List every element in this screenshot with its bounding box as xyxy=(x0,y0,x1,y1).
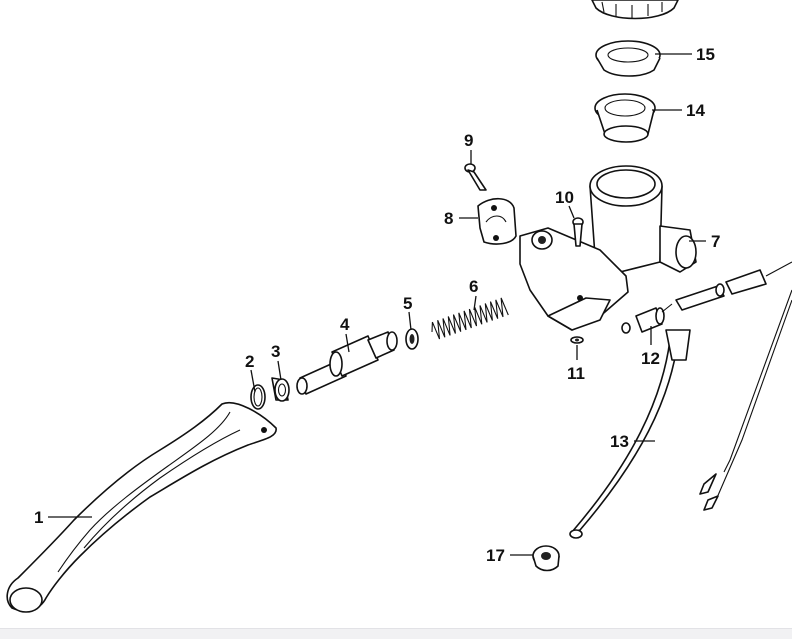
callout-3: 3 xyxy=(271,342,280,361)
callout-9: 9 xyxy=(464,131,473,150)
callout-5: 5 xyxy=(403,294,412,313)
bottom-strip xyxy=(0,628,792,639)
part-3-bushing[interactable] xyxy=(271,377,290,402)
callout-7: 7 xyxy=(711,232,720,251)
callout-13: 13 xyxy=(610,432,629,451)
callout-4: 4 xyxy=(340,315,350,334)
part-10-screw[interactable] xyxy=(572,217,584,247)
callout-1: 1 xyxy=(34,508,43,527)
callout-15: 15 xyxy=(696,45,715,64)
part-1-lever[interactable] xyxy=(6,401,277,613)
callout-labels: 1 2 3 4 5 6 7 8 9 10 11 12 13 14 15 17 xyxy=(34,45,720,565)
part-13-hose[interactable] xyxy=(569,329,691,539)
part-14-diaphragm[interactable] xyxy=(594,93,656,143)
leader-lines xyxy=(48,53,706,556)
callout-10: 10 xyxy=(555,188,574,207)
part-2-circlip[interactable] xyxy=(250,384,266,410)
part-17-grommet[interactable] xyxy=(532,545,560,572)
part-12-switch[interactable] xyxy=(621,303,673,334)
part-9-screw[interactable] xyxy=(464,163,487,191)
part-4-piston[interactable] xyxy=(296,331,398,395)
callout-11: 11 xyxy=(567,364,585,383)
part-6-spring[interactable] xyxy=(431,297,509,340)
callout-14: 14 xyxy=(686,101,705,120)
callout-12: 12 xyxy=(641,349,660,368)
part-15-plate[interactable] xyxy=(595,40,661,77)
reservoir-cap[interactable] xyxy=(591,0,679,20)
switch-cable[interactable] xyxy=(675,261,792,511)
callout-6: 6 xyxy=(469,277,478,296)
callout-2: 2 xyxy=(245,352,254,371)
part-11-washer[interactable] xyxy=(570,336,584,344)
part-7-master-cylinder[interactable] xyxy=(519,165,697,331)
part-5-seal[interactable] xyxy=(405,328,419,350)
callout-17: 17 xyxy=(486,546,505,565)
callout-8: 8 xyxy=(444,209,453,228)
part-8-clamp[interactable] xyxy=(477,197,517,245)
